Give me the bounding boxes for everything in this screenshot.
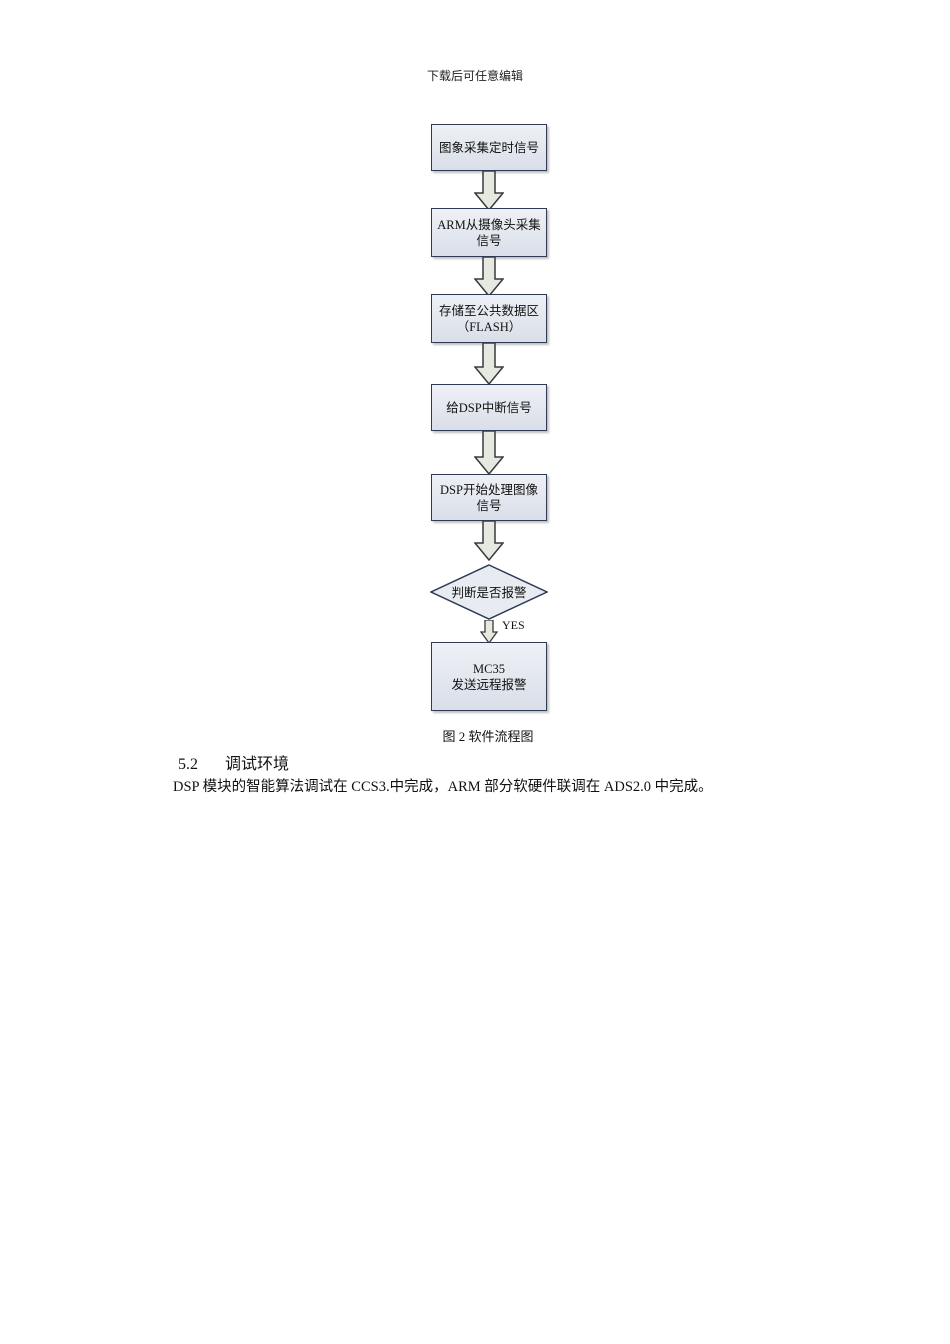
- section-title: 调试环境: [225, 756, 290, 773]
- flow-step-mc35-alarm: MC35 发送远程报警: [431, 642, 547, 711]
- figure-caption: 图 2 软件流程图: [442, 729, 534, 744]
- flow-step-image-capture-timing: 图象采集定时信号: [431, 124, 547, 171]
- flow-step-arm-capture: ARM从摄像头采集 信号: [431, 208, 547, 257]
- flow-step-dsp-process: DSP开始处理图像 信号: [431, 474, 547, 521]
- flow-arrow-down-icon: [474, 343, 504, 385]
- flow-step-dsp-interrupt: 给DSP中断信号: [431, 384, 547, 431]
- flowchart: 图象采集定时信号 ARM从摄像头采集 信号 存储至公共数据区 （FLASH） 给…: [430, 124, 548, 711]
- flow-step-store-flash: 存储至公共数据区 （FLASH）: [431, 294, 547, 343]
- flow-arrow-down-icon: [474, 431, 504, 475]
- section-number: 5.2: [178, 756, 198, 773]
- flow-decision-diamond: [430, 564, 548, 620]
- flow-arrow-down-icon: [474, 257, 504, 297]
- flow-decision-label: 判断是否报警: [451, 586, 527, 600]
- section-heading: 5.2 调试环境: [178, 750, 289, 774]
- page-header: 下载后可任意编辑: [426, 69, 523, 83]
- body-paragraph: DSP 模块的智能算法调试在 CCS3.中完成，ARM 部分软硬件联调在 ADS…: [173, 779, 713, 795]
- flow-arrow-down-icon: [480, 620, 498, 644]
- flow-arrow-down-icon: [474, 521, 504, 561]
- flow-arrow-down-icon: [474, 171, 504, 211]
- flow-yes-label: YES: [502, 618, 525, 632]
